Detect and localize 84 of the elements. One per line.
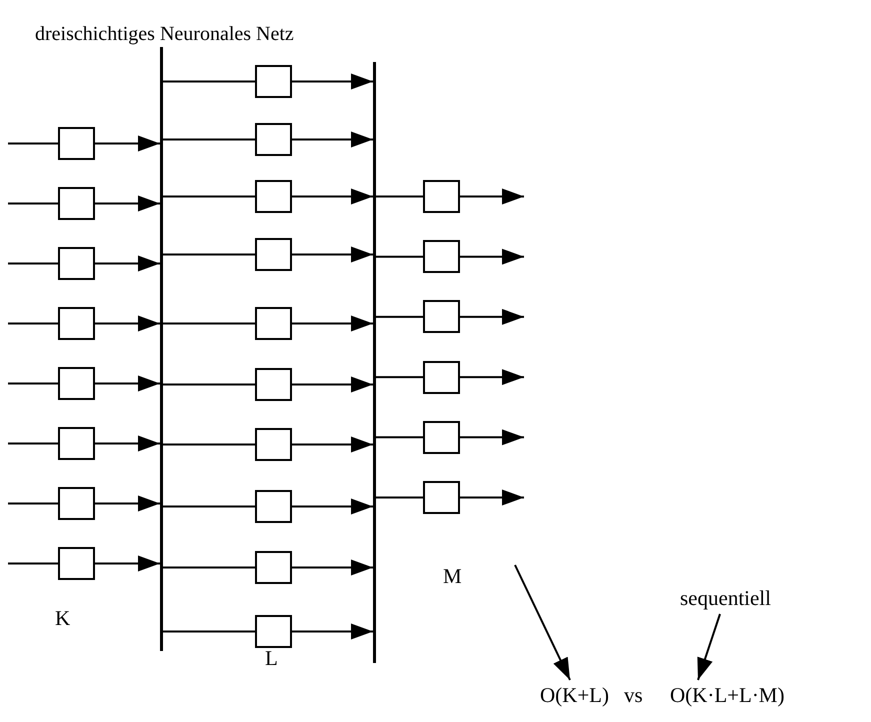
arrow xyxy=(95,376,160,392)
arrow xyxy=(292,74,373,90)
weight-box xyxy=(58,127,95,160)
connector-line xyxy=(163,566,255,568)
arrow xyxy=(460,369,524,386)
connector-line xyxy=(8,502,58,504)
connector-line xyxy=(163,506,255,508)
weight-box xyxy=(423,240,460,274)
arrow xyxy=(460,490,524,506)
arrow xyxy=(292,560,373,576)
formula-text: O(K+L) xyxy=(540,683,609,707)
arrow xyxy=(95,316,160,332)
connector-line xyxy=(8,382,58,384)
layer-label: K xyxy=(55,606,70,630)
connector-line xyxy=(8,322,58,324)
connector-line xyxy=(8,202,58,204)
arrow xyxy=(292,376,373,392)
connector-line xyxy=(163,138,255,140)
connector-line xyxy=(163,630,255,632)
arrow xyxy=(292,316,373,332)
weight-box xyxy=(58,187,95,220)
arrow xyxy=(292,436,373,452)
connector-line xyxy=(376,376,423,378)
connector-line xyxy=(163,254,255,256)
comparison-word: vs xyxy=(624,683,643,707)
weight-box xyxy=(58,547,95,580)
weight-box xyxy=(255,615,292,648)
connector-line xyxy=(376,196,423,198)
weight-box xyxy=(255,180,292,213)
arrow xyxy=(292,246,373,262)
arrow xyxy=(460,248,524,265)
weight-box xyxy=(255,238,292,271)
layer-line xyxy=(373,62,376,663)
connector-line xyxy=(376,256,423,258)
weight-box xyxy=(255,368,292,401)
connector-line xyxy=(163,80,255,82)
weight-box xyxy=(255,428,292,461)
weight-box xyxy=(255,307,292,340)
connector-line xyxy=(376,316,423,318)
connector-line xyxy=(163,444,255,446)
arrow xyxy=(460,308,524,325)
connector-line xyxy=(163,322,255,324)
diagram-title: dreischichtiges Neuronales Netz xyxy=(35,22,294,46)
layer-label: L xyxy=(265,646,278,670)
connector-line xyxy=(376,496,423,498)
arrow xyxy=(460,188,524,204)
connector-line xyxy=(163,196,255,198)
connector-line xyxy=(8,262,58,264)
arrow xyxy=(460,429,524,446)
weight-box xyxy=(255,123,292,156)
arrow xyxy=(95,196,160,212)
arrow xyxy=(95,136,160,152)
layer-label: M xyxy=(443,564,462,588)
connector-line xyxy=(163,384,255,386)
weight-box xyxy=(423,481,460,514)
layer-line xyxy=(160,47,163,651)
arrow xyxy=(292,188,373,204)
connector-line xyxy=(8,142,58,144)
arrow xyxy=(95,556,160,572)
weight-box xyxy=(58,367,95,400)
arrow xyxy=(292,498,373,514)
weight-box xyxy=(58,487,95,520)
connector-line xyxy=(8,442,58,444)
arrow xyxy=(95,496,160,512)
arrow xyxy=(95,436,160,452)
connector-line xyxy=(376,436,423,438)
weight-box xyxy=(423,420,460,454)
arrow xyxy=(292,624,373,640)
weight-box xyxy=(423,300,460,334)
weight-box xyxy=(58,307,95,340)
weight-box xyxy=(58,247,95,280)
formula-text: O(K·L+L·M) xyxy=(670,683,784,707)
weight-box xyxy=(423,180,460,213)
weight-box xyxy=(58,427,95,460)
weight-box xyxy=(423,360,460,394)
arrow xyxy=(95,256,160,272)
annotation-text: sequentiell xyxy=(680,586,771,610)
weight-box xyxy=(255,551,292,584)
arrow xyxy=(514,564,571,680)
connector-line xyxy=(8,562,58,564)
weight-box xyxy=(255,490,292,523)
weight-box xyxy=(255,65,292,98)
arrow xyxy=(697,614,721,680)
arrow xyxy=(292,132,373,148)
